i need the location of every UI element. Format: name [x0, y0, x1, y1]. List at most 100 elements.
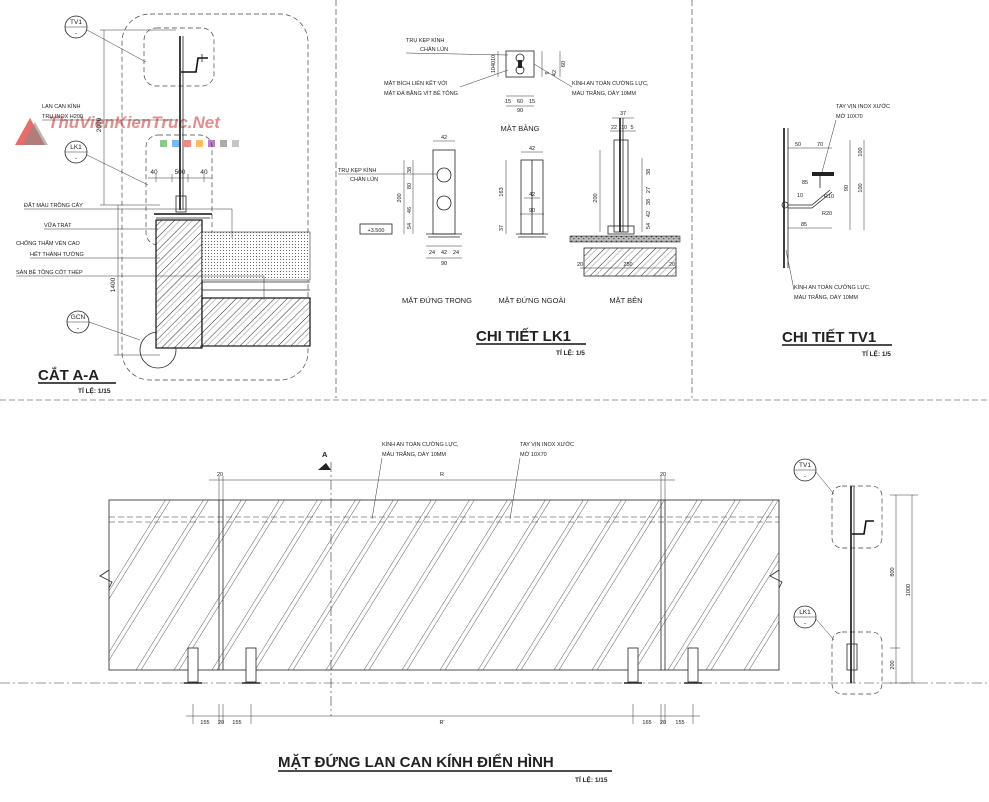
glass-hatch-line — [109, 500, 166, 592]
svg-text:38: 38 — [407, 167, 413, 173]
svg-text:-: - — [75, 30, 77, 37]
svg-text:MÀU TRẮNG, DÀY 10MM: MÀU TRẮNG, DÀY 10MM — [382, 450, 446, 458]
title-tv1: CHI TIẾT TV1 — [782, 329, 876, 346]
glass-hatch-line — [482, 500, 589, 670]
svg-text:10: 10 — [621, 125, 627, 131]
svg-text:54: 54 — [407, 223, 413, 229]
section-aa: TV1 - LK1 - GCN - 2000 1400 40 500 40 — [16, 13, 311, 395]
glass-hatch-line — [109, 500, 209, 661]
title-elevation: MẶT ĐỨNG LAN CAN KÍNH ĐIỂN HÌNH — [278, 753, 554, 771]
svg-text:100: 100 — [858, 183, 864, 192]
svg-text:40: 40 — [150, 169, 158, 176]
svg-text:R: R — [440, 472, 444, 478]
svg-text:MÀU TRẮNG, DÀY 10MM: MÀU TRẮNG, DÀY 10MM — [572, 89, 636, 97]
svg-text:90: 90 — [529, 208, 535, 214]
watermark: ThuVienKienTruc.Net — [15, 113, 239, 147]
svg-text:15: 15 — [529, 99, 535, 105]
glass-hatch-line — [140, 500, 247, 670]
glass-hatch-line — [211, 500, 318, 670]
glass-hatch-line — [787, 500, 892, 670]
glass-hatch-line — [439, 500, 546, 670]
glass-hatch-line — [629, 500, 736, 670]
svg-text:38: 38 — [646, 199, 652, 205]
svg-text:TRỤ KẸP KÍNH: TRỤ KẸP KÍNH — [338, 167, 376, 174]
glass-hatch-line — [135, 500, 242, 670]
svg-text:60: 60 — [517, 99, 523, 105]
title-cat-aa: CẮT A-A — [38, 366, 99, 384]
glass-hatch-line — [109, 500, 204, 653]
glass-hatch-line — [553, 500, 660, 670]
svg-text:R': R' — [439, 720, 444, 726]
svg-text:90: 90 — [517, 108, 523, 114]
svg-text:165: 165 — [642, 720, 651, 726]
svg-text:200: 200 — [397, 193, 403, 202]
svg-text:TAY VỊN INOX XƯỚC: TAY VỊN INOX XƯỚC — [836, 103, 890, 110]
glass-hatch-line — [825, 500, 930, 670]
svg-text:155: 155 — [675, 720, 684, 726]
section-mark-a: A — [322, 450, 328, 459]
label-het-thanh-tuong: HẾT THÀNH TƯỜNG — [30, 251, 84, 258]
svg-text:90: 90 — [441, 261, 447, 267]
bubble-lk1-label: LK1 — [70, 144, 82, 151]
glass-hatch-line — [782, 500, 887, 670]
svg-text:104010: 104010 — [491, 55, 497, 73]
glass-hatch-line — [743, 613, 779, 670]
svg-text:MẶT ĐÁ BẰNG VÍT BÊ TÔNG: MẶT ĐÁ BẰNG VÍT BÊ TÔNG — [384, 89, 458, 97]
svg-text:42: 42 — [646, 211, 652, 217]
scale-elevation: TỈ LỆ: 1/15 — [575, 775, 608, 784]
glass-hatch-line — [477, 500, 584, 670]
label-chong-tham: CHỐNG THẤM VÉN CAO — [16, 240, 80, 247]
svg-text:163: 163 — [499, 187, 505, 196]
svg-text:20: 20 — [660, 472, 666, 478]
svg-text:2000: 2000 — [96, 117, 103, 132]
svg-text:100: 100 — [858, 147, 864, 156]
sheet-dividers — [0, 0, 989, 401]
lk1-view-outer: MẶT ĐỨNG NGOÀI — [498, 296, 565, 305]
label-vua-trat: VỮA TRÁT — [44, 222, 72, 229]
svg-text:R10: R10 — [824, 194, 834, 200]
svg-text:9: 9 — [545, 71, 551, 74]
svg-text:42: 42 — [441, 250, 447, 256]
bubble-tv1-label: TV1 — [70, 19, 82, 26]
svg-text:42: 42 — [529, 146, 535, 152]
watermark-text: ThuVienKienTruc.Net — [48, 113, 221, 132]
elev-bubble-lk1: LK1 — [799, 609, 811, 616]
glass-hatch-line — [672, 500, 779, 670]
title-lk1: CHI TIẾT LK1 — [476, 328, 571, 345]
svg-text:42: 42 — [552, 70, 558, 76]
svg-text:R20: R20 — [822, 211, 832, 217]
svg-text:27: 27 — [646, 187, 652, 193]
svg-text:24: 24 — [453, 250, 459, 256]
glass-hatch-line — [591, 500, 698, 670]
label-lan-can-kinh: LAN CAN KÍNH — [42, 103, 81, 110]
svg-text:10: 10 — [797, 193, 803, 199]
glass-hatch-line — [710, 559, 779, 670]
glass-hatch-line — [634, 500, 741, 670]
svg-text:85: 85 — [801, 222, 807, 228]
lk1-level: +3.500 — [368, 228, 385, 234]
glass-hatch-line — [596, 500, 703, 670]
glass-hatch-line — [401, 500, 508, 670]
glass-hatch-line — [748, 621, 779, 670]
svg-text:155: 155 — [200, 720, 209, 726]
svg-text:MẶT BÍCH LIÊN KẾT VỚI: MẶT BÍCH LIÊN KẾT VỚI — [384, 79, 448, 87]
svg-text:85: 85 — [802, 180, 808, 186]
svg-text:-: - — [804, 473, 806, 480]
svg-text:MỜ 10X70: MỜ 10X70 — [520, 451, 547, 458]
svg-text:60: 60 — [561, 61, 567, 67]
glass-hatch-line — [216, 500, 323, 670]
glass-hatch-line — [667, 500, 774, 670]
glass-hatch-line — [520, 500, 627, 670]
glass-hatch-line — [173, 500, 280, 670]
svg-text:42: 42 — [529, 192, 535, 198]
scale-cat-aa: TỈ LỆ: 1/15 — [78, 386, 111, 395]
svg-text:40: 40 — [200, 169, 208, 176]
scale-tv1: TỈ LỆ: 1/5 — [862, 349, 891, 358]
lk1-plan-label: MẶT BẰNG — [500, 124, 539, 133]
svg-text:20: 20 — [669, 262, 675, 268]
svg-text:TRỤ KẸP KÍNH: TRỤ KẸP KÍNH — [406, 37, 444, 44]
glass-hatch-line — [368, 500, 475, 670]
glass-hatch-line — [363, 500, 470, 670]
